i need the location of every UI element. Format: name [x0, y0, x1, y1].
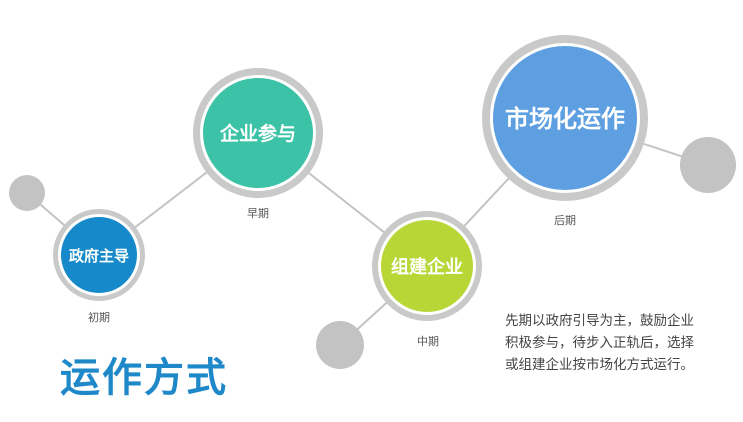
decorative-dot-left	[9, 175, 45, 211]
node-build: 组建企业	[372, 211, 482, 321]
node-gov: 政府主导	[53, 209, 145, 301]
node-enterprise-fill	[203, 78, 313, 188]
decorative-dot-bottom	[316, 321, 364, 369]
node-build-fill	[381, 220, 473, 312]
node-enterprise-title: 企业参与	[219, 122, 296, 145]
stage-label-enterprise: 早期	[247, 207, 269, 220]
page-title: 运作方式	[60, 355, 228, 401]
description: 先期以政府引导为主，鼓励企业 积极参与，待步入正轨后，选择 或组建企业按市场化方…	[505, 310, 737, 376]
description-line: 积极参与，待步入正轨后，选择	[505, 335, 694, 351]
node-enterprise: 企业参与	[193, 68, 323, 198]
node-market: 市场化运作	[482, 35, 648, 201]
node-gov-title: 政府主导	[69, 247, 129, 265]
node-market-title: 市场化运作	[505, 105, 625, 133]
decorative-dot-right	[680, 137, 736, 193]
description-line: 先期以政府引导为主，鼓励企业	[505, 313, 694, 329]
stage-label-market: 后期	[554, 214, 576, 227]
node-gov-fill	[61, 217, 137, 293]
stage-label-build: 中期	[417, 335, 439, 348]
node-market-fill	[493, 46, 637, 190]
node-build-title: 组建企业	[391, 256, 463, 278]
stage-label-gov: 初期	[88, 311, 110, 324]
description-line: 或组建企业按市场化方式运行。	[505, 357, 694, 373]
